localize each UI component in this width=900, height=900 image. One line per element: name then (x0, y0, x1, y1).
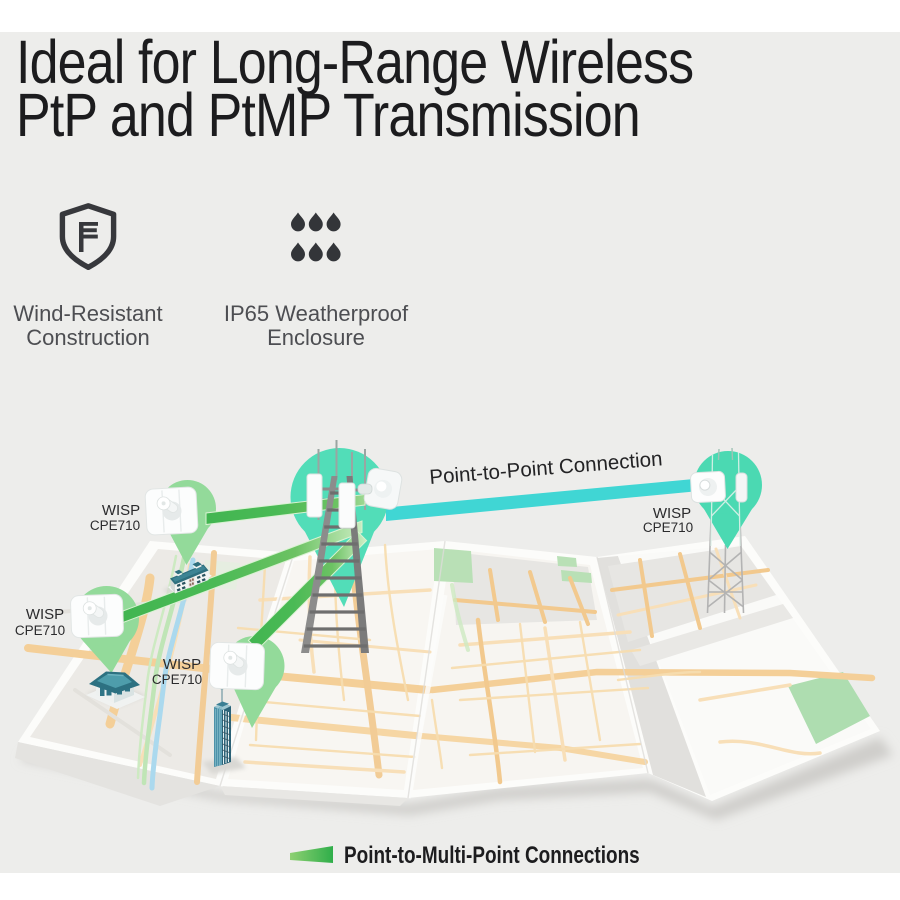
svg-text:WISP: WISP (653, 505, 691, 522)
svg-text:Point-to-Multi-Point Connectio: Point-to-Multi-Point Connections (344, 841, 640, 869)
svg-text:CPE710: CPE710 (15, 623, 65, 638)
svg-text:WISP: WISP (26, 606, 64, 623)
svg-text:CPE710: CPE710 (152, 672, 202, 687)
svg-text:CPE710: CPE710 (643, 520, 693, 535)
svg-text:WISP: WISP (102, 502, 140, 519)
svg-text:Point-to-Point Connection: Point-to-Point Connection (429, 447, 664, 489)
svg-text:WISP: WISP (163, 656, 201, 673)
svg-text:CPE710: CPE710 (90, 518, 140, 533)
